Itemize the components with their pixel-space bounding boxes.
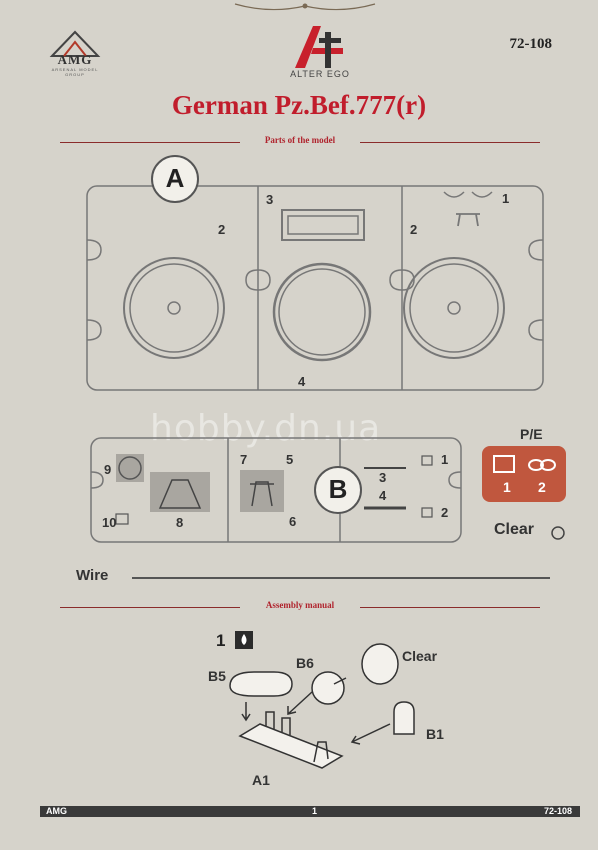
assembly-label-a1: A1	[252, 772, 270, 788]
assembly-drawing	[229, 643, 415, 769]
catalog-code: 72-108	[509, 36, 553, 52]
parts-heading-text: Parts of the model	[264, 135, 336, 145]
footer-bar: AMG 1 72-108	[40, 806, 580, 817]
sprue-a-drawing	[86, 185, 544, 391]
sprue-a-label-2-left: 2	[218, 222, 226, 237]
sprue-a-label-2-right: 2	[410, 222, 418, 237]
pe-fret: 1 2	[482, 446, 566, 502]
alter-ego-logo: ALTER EGO	[285, 22, 355, 84]
wire-label: Wire	[76, 567, 109, 584]
footer-brand: AMG	[46, 806, 67, 816]
ornament-flourish	[234, 3, 376, 11]
assembly-heading-text: Assembly manual	[265, 600, 335, 610]
alter-ego-mark-icon	[295, 26, 343, 68]
footer-code: 72-108	[543, 806, 572, 816]
glue-drop-icon	[235, 631, 253, 649]
clear-circle-icon	[551, 526, 565, 540]
step-number: 1	[216, 631, 226, 650]
amg-mountain-icon	[49, 30, 101, 57]
sprue-a-label-4: 4	[298, 374, 306, 389]
pe-label-1: 1	[503, 479, 511, 495]
sprue-b-label-4: 4	[379, 488, 387, 503]
pe-label-2: 2	[538, 479, 546, 495]
amg-logo-subtitle: ARSENAL MODEL GROUP	[51, 67, 99, 77]
page-title: German Pz.Bef.777(r)	[171, 90, 427, 120]
assembly-label-b1: B1	[426, 726, 444, 742]
sprue-b-label-1: 1	[441, 452, 449, 467]
amg-logo: AMG ARSENAL MODEL GROUP	[44, 28, 106, 77]
sprue-b-drawing	[90, 437, 462, 543]
sprue-b-label-6: 6	[289, 514, 297, 529]
assembly-label-b6: B6	[296, 655, 314, 671]
pe-parts-icon	[493, 455, 556, 473]
sprue-a-label-1: 1	[502, 191, 510, 206]
sprue-a-label-3: 3	[266, 192, 274, 207]
sprue-b-label-7: 7	[240, 452, 248, 467]
sprue-a-badge: A	[151, 155, 199, 203]
wire-line	[132, 577, 550, 579]
amg-logo-letters: AMG	[57, 52, 93, 67]
sprue-b-label-5: 5	[286, 452, 294, 467]
footer-page-number: 1	[312, 806, 318, 816]
sprue-b-label-9: 9	[104, 462, 112, 477]
parts-section-heading: Parts of the model	[60, 135, 540, 149]
watermark-text: hobby.dn.ua	[150, 408, 382, 449]
sprue-b-label-8: 8	[176, 515, 184, 530]
assembly-section-heading: Assembly manual	[60, 600, 540, 614]
assembly-label-b5: B5	[208, 668, 226, 684]
alter-ego-text: ALTER EGO	[290, 69, 350, 79]
sprue-b-badge: B	[314, 466, 362, 514]
assembly-label-clear: Clear	[402, 648, 438, 664]
sprue-b-label-2: 2	[441, 505, 449, 520]
clear-parts-label: Clear	[494, 521, 535, 538]
pe-label: P/E	[520, 426, 543, 442]
sprue-b-label-10: 10	[102, 515, 117, 530]
sprue-b-label-3: 3	[379, 470, 387, 485]
